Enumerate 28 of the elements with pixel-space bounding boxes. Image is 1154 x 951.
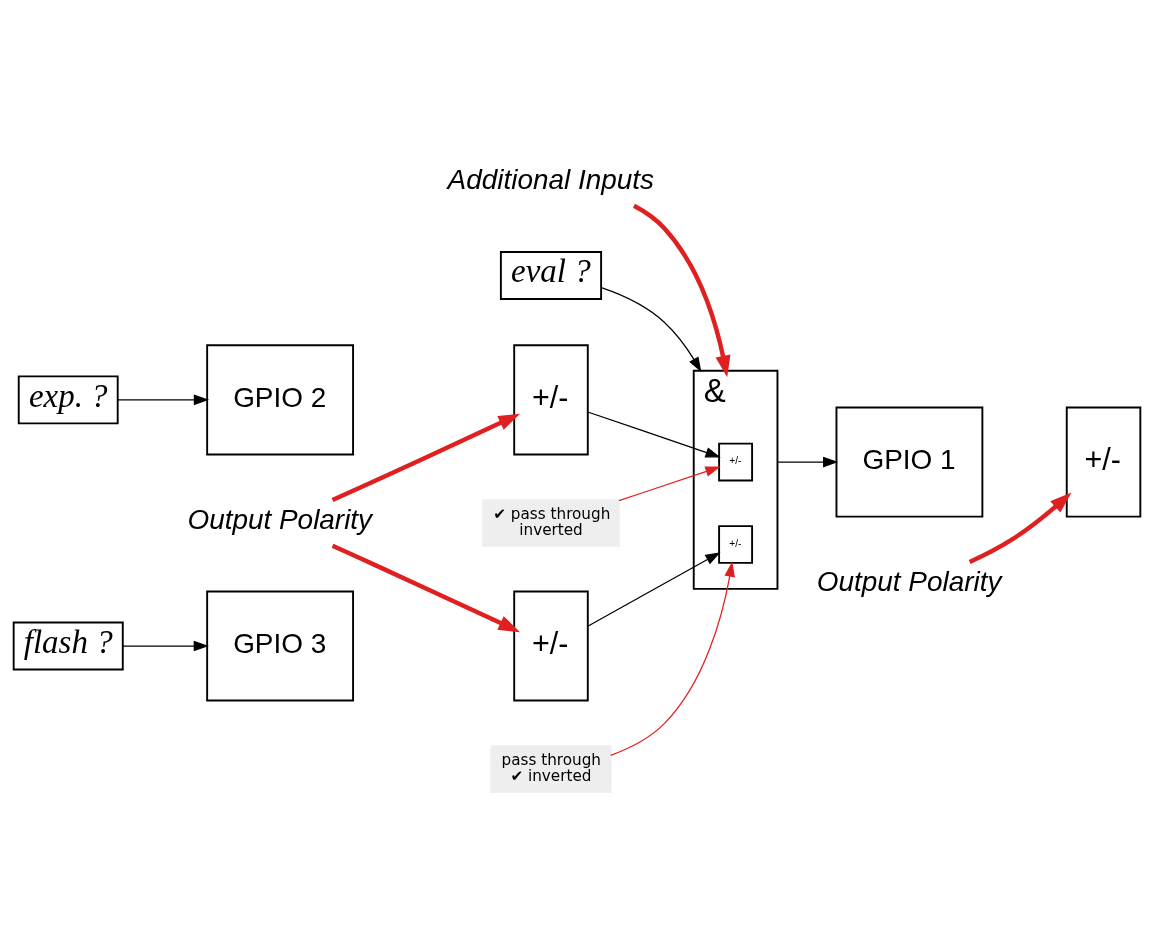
arrow [122,640,209,651]
node-box: +/- [718,442,754,481]
node-box: GPIO 2 [206,343,354,455]
node-box: ✔ pass through inverted [482,498,620,547]
node-box: eval ? [499,250,603,300]
node-box: pass through ✔ inverted [490,744,612,793]
arrow [331,543,521,632]
node-text: Output Polarity [816,565,1002,597]
arrow [968,492,1072,564]
arrow [610,560,735,756]
arrow [117,394,210,405]
arrow [618,465,721,501]
arrow [587,551,721,627]
arrow [331,413,521,502]
arrow [632,203,731,377]
arrow [600,286,702,372]
node-text: Additional Inputs [447,163,654,195]
arrow [776,456,839,467]
node-box: flash ? [12,621,124,670]
arrow [587,410,721,457]
node-text: Output Polarity [187,503,373,535]
node-box: +/- [513,590,589,702]
node-box: +/- [513,343,589,455]
node-box: +/- [718,524,754,564]
node-box: GPIO 1 [835,406,984,518]
node-box: +/- [1065,406,1142,518]
node-box: GPIO 3 [206,590,354,702]
node-box: exp. ? [17,374,119,424]
